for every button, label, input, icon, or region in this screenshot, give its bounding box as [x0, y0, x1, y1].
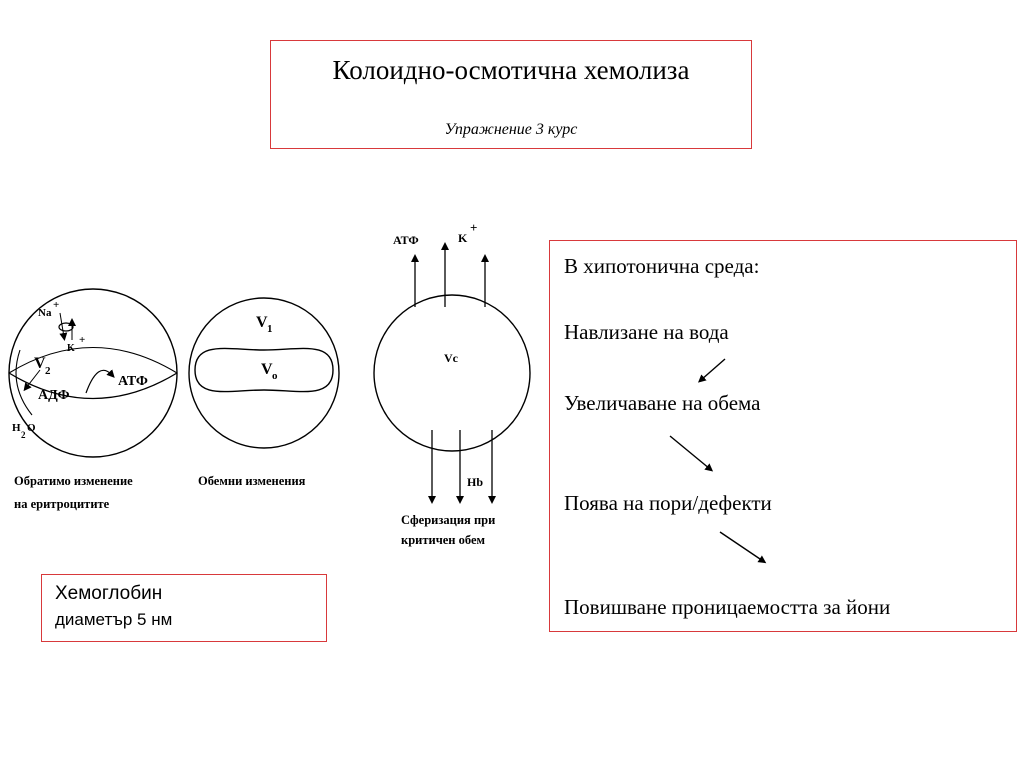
k-plus-3: +	[470, 220, 477, 235]
v0-label: V	[261, 361, 273, 378]
cell3-caption-line2: критичен обем	[401, 533, 486, 547]
cell2-outline	[188, 297, 340, 449]
v0-sub: o	[272, 370, 278, 382]
process-steps-box: В хипотонична среда: Навлизане на вода У…	[549, 240, 1017, 632]
cell2-caption: Обемни изменения	[198, 474, 306, 488]
title-box: Колоидно-осмотична хемолиза Упражнение 3…	[270, 40, 752, 149]
na-label: Na	[38, 307, 52, 319]
cell1-caption-line1: Обратимо изменение	[14, 474, 133, 488]
hb-label: Hb	[467, 475, 483, 489]
hemoglobin-title: Хемоглобин	[55, 583, 163, 604]
cell3-outline	[373, 294, 531, 452]
arrow-step3	[719, 531, 767, 564]
cell2-volume: V 1 V o Обемни изменения	[188, 297, 340, 488]
step-permeability: Повишване проницаемостта за йони	[564, 595, 891, 619]
atp-label-1: АТФ	[118, 374, 148, 389]
cell1-caption-line2: на еритроцитите	[14, 497, 110, 511]
hemoglobin-box: Хемоглобин диаметър 5 нм	[41, 574, 327, 642]
cell3-caption-line1: Сферизация при	[401, 513, 495, 527]
h2o-o: O	[27, 422, 36, 434]
h2o-h: H	[12, 422, 21, 434]
step-volume-increase: Увеличаване на обема	[564, 391, 761, 415]
cell3-spherization: АТФ K + Vc Hb Сферизация при критичен об…	[373, 220, 531, 547]
cell1-channel	[58, 322, 74, 332]
v2-sub: 2	[45, 365, 51, 377]
step-pores: Поява на пори/дефекти	[564, 491, 772, 515]
v2-label: V	[34, 355, 46, 372]
arrow-step1	[697, 358, 726, 383]
k-plus: +	[79, 334, 85, 346]
cell2-biconcave	[194, 347, 334, 393]
v1-sub: 1	[267, 323, 273, 335]
steps-arrows	[669, 358, 767, 564]
cell1-inner-arc	[15, 349, 33, 416]
na-plus: +	[53, 299, 59, 311]
cell1-equator-back	[8, 346, 178, 374]
step-water-entry: Навлизане на вода	[564, 320, 729, 344]
atp-adp-arrow	[85, 369, 115, 394]
arrow-step2	[669, 435, 714, 472]
atp-label-3: АТФ	[393, 233, 419, 247]
hemoglobin-diameter: диаметър 5 нм	[55, 610, 173, 629]
k-label-3: K	[458, 231, 468, 245]
water-arrow	[23, 369, 41, 392]
k-label: K	[67, 343, 75, 354]
steps-intro: В хипотонична среда:	[564, 254, 760, 278]
h2o-sub: 2	[21, 430, 26, 440]
cell1-reversible: Na + K + V 2 АТФ АДФ H 2 O Обратимо изме…	[8, 288, 178, 511]
v1-label: V	[256, 314, 268, 331]
erythrocyte-diagram: Na + K + V 2 АТФ АДФ H 2 O Обратимо изме…	[8, 220, 531, 547]
vc-label: Vc	[444, 351, 459, 365]
slide-subtitle: Упражнение 3 курс	[444, 121, 578, 138]
na-arrow	[59, 312, 68, 341]
adp-label: АДФ	[38, 388, 70, 403]
slide-title: Колоидно-осмотична хемолиза	[332, 55, 690, 85]
